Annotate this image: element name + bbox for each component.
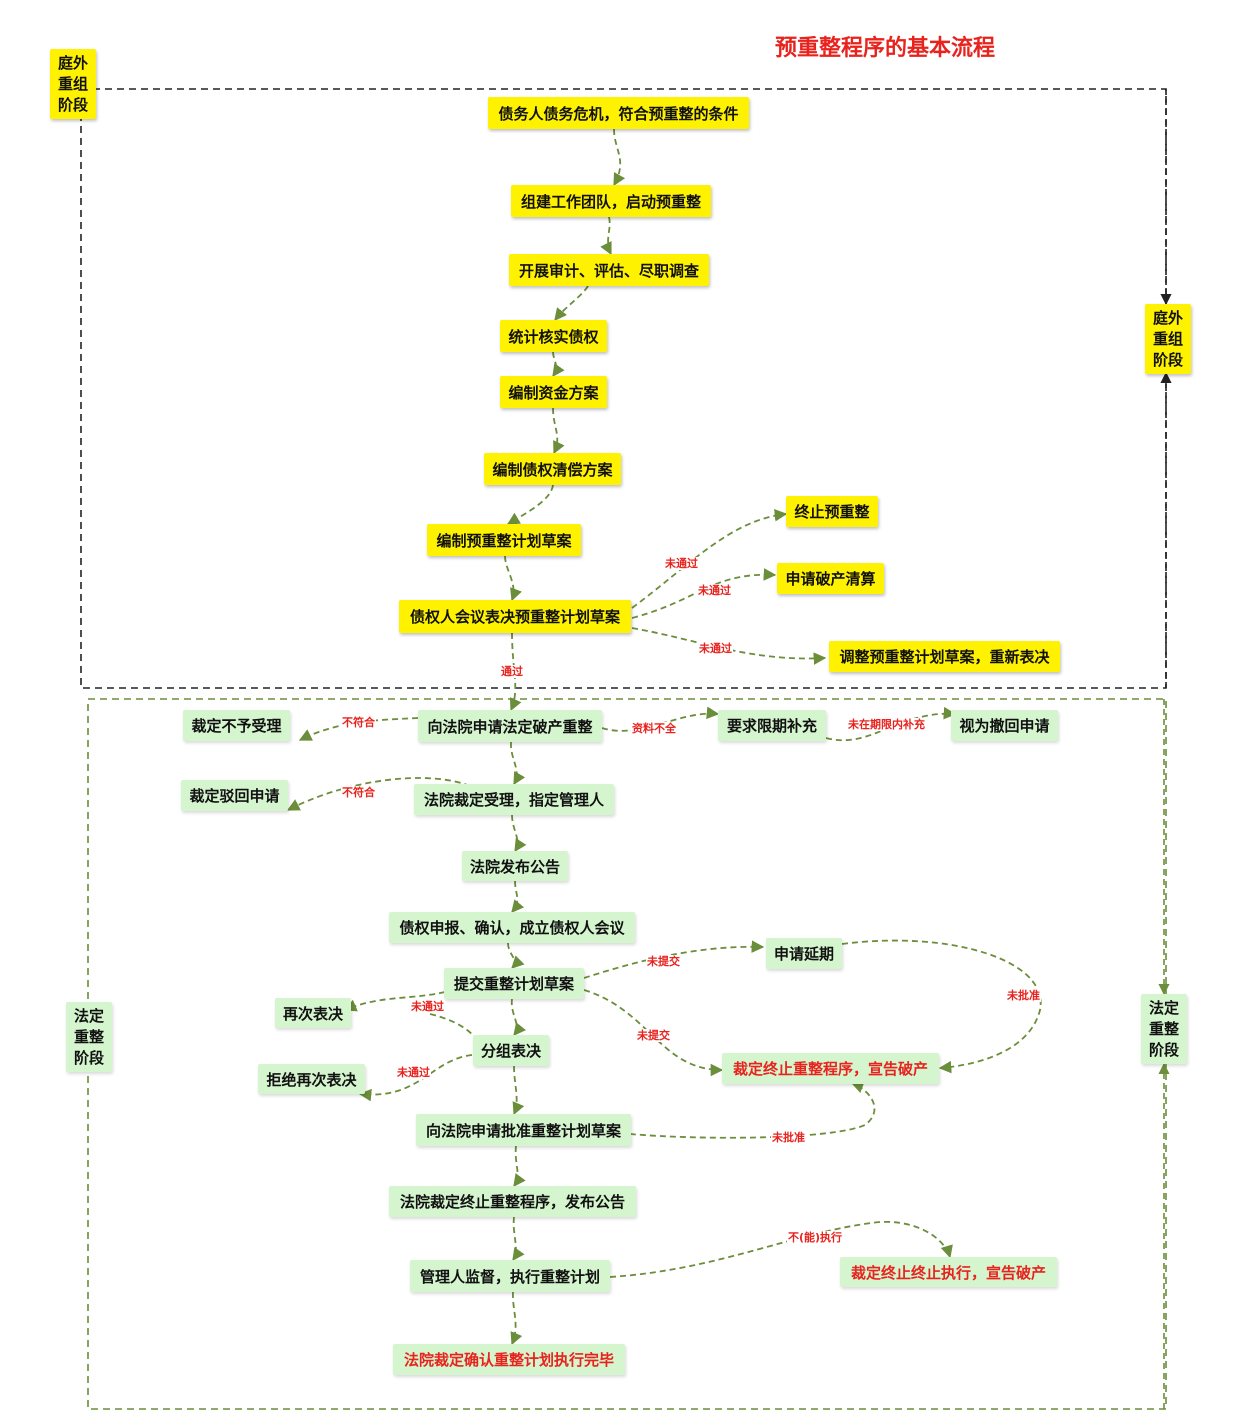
link-c4-c5 — [507, 942, 525, 969]
link-c2-r2 — [286, 777, 471, 811]
link-c5-e1 — [583, 940, 765, 979]
step-debt-crisis: 债务人债务危机，符合预重整的条件 — [488, 97, 749, 129]
edge-label: 不符合 — [341, 786, 376, 799]
edge-label: 未通过 — [698, 642, 733, 655]
edge-label: 未通过 — [410, 1000, 445, 1013]
link-c9-c10 — [510, 1291, 523, 1346]
edge-label: 未通过 — [396, 1066, 431, 1079]
step-funding-plan: 编制资金方案 — [500, 376, 607, 408]
step-adjust-revote: 调整预重整计划草案，重新表决 — [829, 641, 1060, 672]
link-n8-t1 — [631, 508, 788, 609]
link-c5-c6 — [510, 998, 526, 1036]
step-creditor-vote: 债权人会议表决预重整计划草案 — [399, 600, 631, 633]
link-n6-n7 — [506, 484, 554, 525]
link-c3-c4 — [511, 880, 525, 913]
link-c2-c3 — [511, 814, 527, 853]
step-refuse-revote: 拒绝再次表决 — [258, 1064, 365, 1094]
step-form-team: 组建工作团队，启动预重整 — [511, 185, 711, 217]
step-court-announce: 法院发布公告 — [462, 851, 568, 881]
result-reject-accept: 裁定不予受理 — [183, 710, 290, 741]
step-court-terminate: 法院裁定终止重整程序，发布公告 — [389, 1186, 636, 1217]
step-extension: 申请延期 — [766, 938, 842, 969]
edge-label: 通过 — [500, 665, 524, 678]
edge-label: 未提交 — [636, 1029, 671, 1042]
stage-tag-out-court-right: 庭外 重组 阶段 — [1145, 304, 1191, 374]
link-n1-n2 — [613, 128, 626, 187]
link-c7-c8 — [513, 1145, 526, 1188]
result-dismiss: 裁定驳回申请 — [181, 780, 288, 811]
link-n2-n3 — [600, 216, 612, 256]
step-verify-claims: 统计核实债权 — [500, 320, 607, 352]
step-execute-plan: 管理人监督，执行重整计划 — [410, 1260, 610, 1292]
link-c1-c2 — [510, 741, 526, 786]
link-n8-t3 — [631, 627, 827, 665]
step-apply-liquidation: 申请破产清算 — [777, 563, 884, 594]
step-submit-plan: 提交重整计划草案 — [444, 968, 584, 999]
result-withdrawn: 视为撤回申请 — [951, 710, 1058, 741]
edge-label: 不(能)执行 — [787, 1231, 844, 1244]
edge-label: 未批准 — [1006, 989, 1041, 1002]
step-group-vote: 分组表决 — [473, 1035, 549, 1066]
step-court-accept: 法院裁定受理，指定管理人 — [414, 784, 614, 815]
stage-tag-statutory-left: 法定 重整 阶段 — [66, 1002, 112, 1072]
link-n3-n4 — [554, 285, 589, 321]
result-execution-complete: 法院裁定确认重整计划执行完毕 — [393, 1344, 625, 1375]
step-revote: 再次表决 — [275, 998, 351, 1028]
step-terminate-pre: 终止预重整 — [786, 496, 878, 527]
link-c1-r1 — [298, 717, 419, 741]
result-terminate-bankrupt: 裁定终止重整程序，宣告破产 — [722, 1053, 939, 1084]
stage-tag-out-court-left: 庭外 重组 阶段 — [50, 49, 96, 119]
step-apply-court: 向法院申请法定破产重整 — [418, 710, 602, 742]
link-e1-x1 — [841, 939, 1042, 1074]
link-c6-c7 — [512, 1065, 525, 1116]
link-n4-n5 — [552, 351, 565, 378]
edge-label: 资料不全 — [631, 722, 677, 735]
stage-tag-statutory-right: 法定 重整 阶段 — [1141, 994, 1187, 1064]
link-v1-c6 — [429, 1013, 478, 1041]
link-c5-v1 — [343, 991, 446, 1012]
link-c1-s1 — [601, 706, 720, 732]
out-court-frame — [80, 88, 1167, 689]
link-c8-c9 — [512, 1216, 525, 1262]
step-claims-meeting: 债权申报、确认，成立债权人会议 — [389, 912, 635, 943]
step-draft-plan: 编制预重整计划草案 — [427, 524, 581, 556]
link-n5-n6 — [552, 407, 565, 455]
step-repayment-plan: 编制债权清偿方案 — [484, 453, 621, 485]
edge-label: 未通过 — [697, 584, 732, 597]
step-supplement: 要求限期补充 — [718, 710, 826, 741]
link-c9-x2 — [609, 1221, 953, 1278]
edge-label: 未在期限内补充 — [847, 718, 926, 731]
link-n7-n8 — [504, 555, 522, 602]
edge-label: 未通过 — [664, 557, 699, 570]
edge-label: 未批准 — [771, 1131, 806, 1144]
step-audit: 开展审计、评估、尽职调查 — [509, 254, 709, 286]
step-apply-approval: 向法院申请批准重整计划草案 — [416, 1114, 631, 1146]
edge-label: 不符合 — [341, 716, 376, 729]
link-c7-x1 — [629, 1081, 876, 1139]
edge-label: 未提交 — [646, 955, 681, 968]
result-terminate-execution: 裁定终止终止执行，宣告破产 — [840, 1257, 1057, 1287]
link-n8-t2 — [631, 568, 777, 619]
